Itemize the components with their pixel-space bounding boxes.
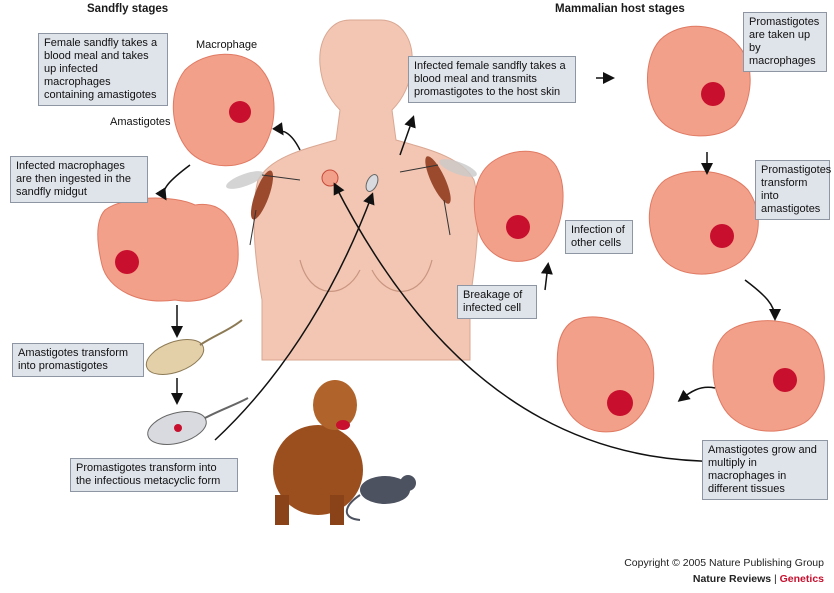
step-metacyclic: Promastigotes transform into the infecti… <box>70 458 238 492</box>
amastigotes-label: Amastigotes <box>110 116 171 128</box>
step-transmit: Infected female sandfly takes a blood me… <box>408 56 576 103</box>
step-taken-up: Promastigotes are taken up by macrophage… <box>743 12 827 72</box>
copyright-text: Copyright © 2005 Nature Publishing Group <box>624 557 824 569</box>
journal-section: Genetics <box>780 573 824 585</box>
mammalian-stages-heading: Mammalian host stages <box>555 3 685 15</box>
macrophage-transform <box>649 171 758 274</box>
journal-credit: Nature Reviews | Genetics <box>693 573 824 585</box>
metacyclic-promastigote-icon <box>144 398 248 450</box>
step-into-amastigotes: Promastigotes transform into amastigotes <box>755 160 830 220</box>
step-female-meal: Female sandfly takes a blood meal and ta… <box>38 33 168 106</box>
macrophage-breaking <box>557 317 654 432</box>
step-infection-other: Infection of other cells <box>565 220 633 254</box>
macrophage-top-left <box>173 54 274 166</box>
journal-name: Nature Reviews <box>693 573 771 585</box>
step-breakage: Breakage of infected cell <box>457 285 537 319</box>
step-ingested: Infected macrophages are then ingested i… <box>10 156 148 203</box>
journal-separator: | <box>771 573 780 585</box>
macrophage-uptake <box>647 26 750 136</box>
step-grow-multiply: Amastigotes grow and multiply in macroph… <box>702 440 828 500</box>
promastigote-stage-icon <box>142 320 242 381</box>
step-amastigotes-transform: Amastigotes transform into promastigotes <box>12 343 144 377</box>
macrophage-label: Macrophage <box>196 39 257 51</box>
macrophage-multiply <box>713 321 824 431</box>
macrophage-other-cell <box>474 151 563 261</box>
skin-lesion-icon <box>322 170 338 186</box>
sandfly-stages-heading: Sandfly stages <box>87 3 168 15</box>
macrophage-midgut <box>98 198 238 301</box>
